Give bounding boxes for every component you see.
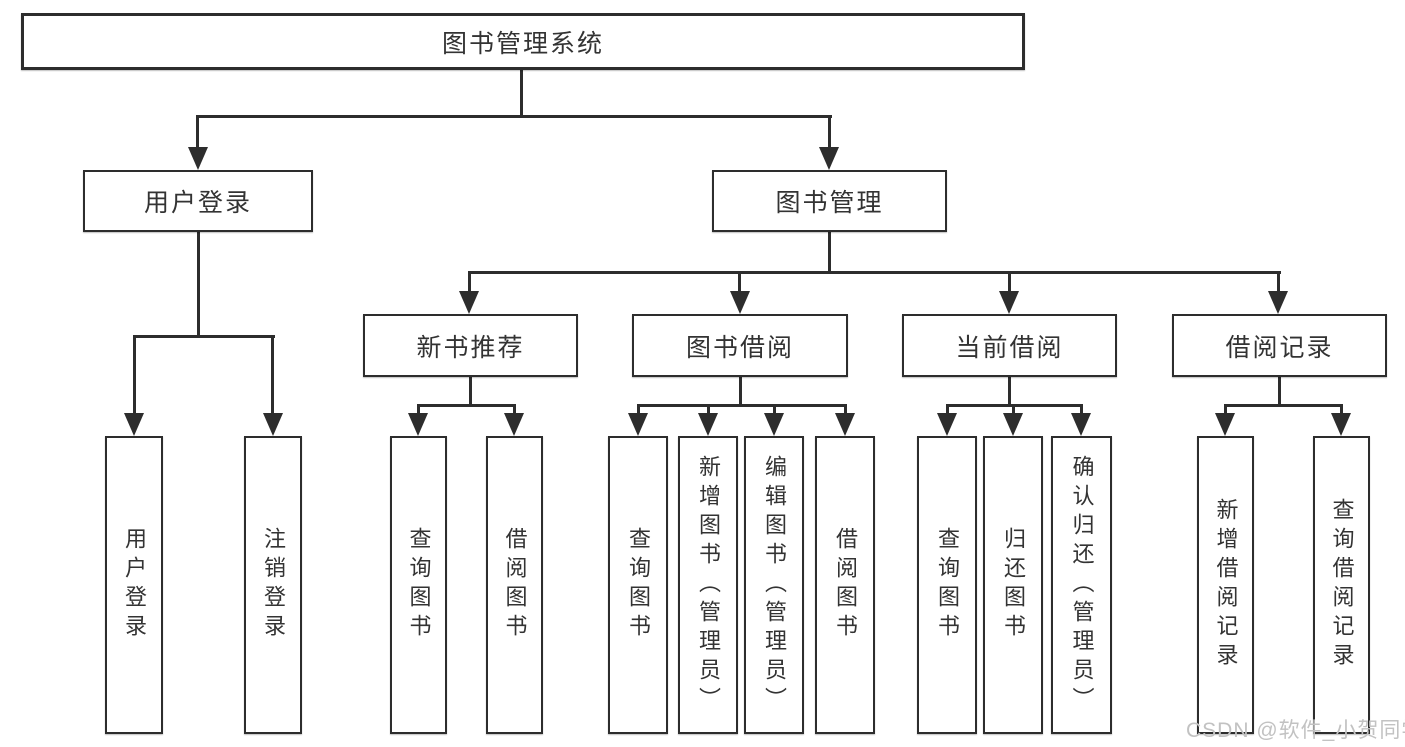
node-current-borrow-label: 当前借阅 [955,333,1064,362]
leaf-confirm-return-admin: 确认归还（管理员） [1051,436,1112,734]
connector-line [196,115,199,148]
connector-line [1012,404,1015,414]
connector-line [828,115,831,148]
leaf-add-borrow-record: 新增借阅记录 [1197,436,1254,734]
connector-line [707,404,710,414]
arrow-down-icon [188,147,208,170]
leaf-confirm-return-admin-label: 确认归还（管理员） [1069,454,1095,716]
connector-line [513,404,516,414]
leaf-logout-label: 注销登录 [261,527,286,643]
connector-line [197,232,200,338]
leaf-user-login: 用户登录 [105,436,163,734]
connector-line [1080,404,1083,414]
leaf-borrow-borrow-book: 借阅图书 [815,436,875,734]
connector-line [1278,377,1281,407]
arrow-down-icon [999,291,1019,314]
connector-line [468,271,1281,274]
connector-line [271,335,274,413]
leaf-edit-book-admin: 编辑图书（管理员） [744,436,804,734]
leaf-query-borrow-record: 查询借阅记录 [1313,436,1370,734]
node-book-management: 图书管理 [712,170,947,232]
arrow-down-icon [459,291,479,314]
node-user-login-label: 用户登录 [143,189,252,217]
leaf-edit-book-admin-label: 编辑图书（管理员） [762,454,787,716]
leaf-recommend-query-book: 查询图书 [390,436,447,734]
arrow-down-icon [408,413,428,436]
arrow-down-icon [124,413,144,436]
leaf-add-book-admin: 新增图书（管理员） [678,436,738,734]
arrow-down-icon [1331,413,1351,436]
connector-line [1224,404,1227,414]
connector-line [637,404,847,407]
node-new-book-recommend-label: 新书推荐 [416,333,525,362]
leaf-add-book-admin-label: 新增图书（管理员） [696,454,721,716]
node-book-management-label: 图书管理 [775,189,884,217]
node-user-login: 用户登录 [83,170,313,232]
connector-line [196,115,832,118]
connector-line [1277,271,1280,291]
node-current-borrow: 当前借阅 [902,314,1117,377]
arrow-down-icon [819,147,839,170]
node-root-label: 图书管理系统 [441,29,604,58]
connector-line [417,404,516,407]
leaf-return-book: 归还图书 [983,436,1043,734]
arrow-down-icon [1003,413,1023,436]
connector-line [468,271,471,291]
arrow-down-icon [698,413,718,436]
leaf-user-login-label: 用户登录 [122,527,147,643]
leaf-borrow-borrow-book-label: 借阅图书 [833,527,858,643]
connector-line [844,404,847,414]
connector-line [133,335,136,413]
connector-line [1340,404,1343,414]
connector-line [1008,377,1011,407]
connector-line [417,404,420,414]
node-root: 图书管理系统 [21,13,1025,70]
connector-line [520,70,523,118]
leaf-recommend-borrow-book-label: 借阅图书 [502,527,528,643]
connector-line [828,232,831,274]
node-borrow-records-label: 借阅记录 [1225,333,1334,362]
connector-line [637,404,640,414]
arrow-down-icon [263,413,283,436]
arrow-down-icon [730,291,750,314]
connector-line [1008,271,1011,291]
leaf-current-query-book: 查询图书 [917,436,977,734]
connector-line [739,377,742,407]
connector-line [469,377,472,407]
arrow-down-icon [835,413,855,436]
node-borrow-records: 借阅记录 [1172,314,1387,377]
arrow-down-icon [1215,413,1235,436]
arrow-down-icon [1268,291,1288,314]
leaf-borrow-query-book-label: 查询图书 [626,527,651,643]
leaf-query-borrow-record-label: 查询借阅记录 [1329,498,1355,672]
arrow-down-icon [628,413,648,436]
node-new-book-recommend: 新书推荐 [363,314,578,377]
connector-line [773,404,776,414]
arrow-down-icon [764,413,784,436]
leaf-recommend-query-book-label: 查询图书 [406,527,432,643]
leaf-return-book-label: 归还图书 [1001,527,1026,643]
connector-line [946,404,949,414]
connector-line [738,271,741,291]
arrow-down-icon [504,413,524,436]
leaf-recommend-borrow-book: 借阅图书 [486,436,543,734]
leaf-borrow-query-book: 查询图书 [608,436,668,734]
node-book-borrow-label: 图书借阅 [685,333,794,362]
node-book-borrow: 图书借阅 [632,314,848,377]
connector-line [1224,404,1343,407]
arrow-down-icon [1071,413,1091,436]
csdn-watermark: CSDN @软件_小贺同学 [1186,719,1405,742]
leaf-logout: 注销登录 [244,436,302,734]
leaf-current-query-book-label: 查询图书 [935,527,960,643]
connector-line [133,335,275,338]
leaf-add-borrow-record-label: 新增借阅记录 [1213,498,1239,672]
arrow-down-icon [937,413,957,436]
